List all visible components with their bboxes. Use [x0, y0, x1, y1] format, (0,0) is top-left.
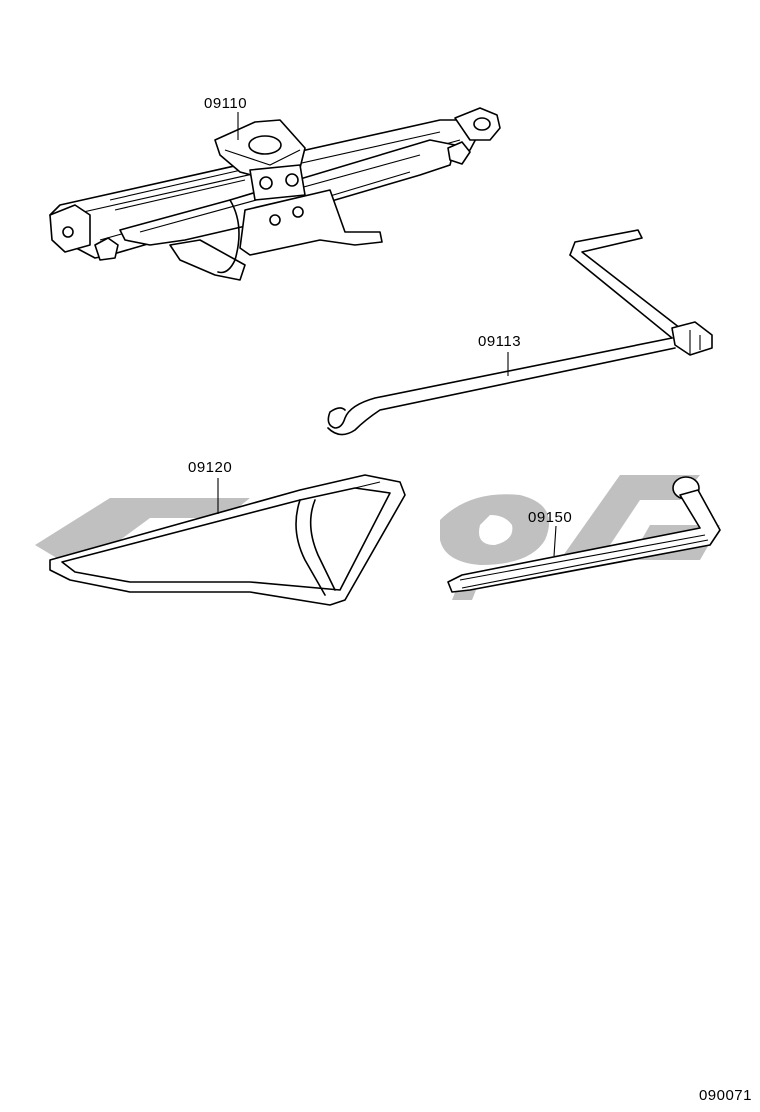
- part-label-09113: 09113: [478, 333, 521, 350]
- tool-bag-drawing: [49, 474, 406, 606]
- jack-drawing: [49, 107, 501, 281]
- diagram-code: 090071: [698, 1087, 752, 1104]
- wheel-nut-wrench-drawing: [447, 476, 721, 593]
- part-label-09150: 09150: [528, 509, 572, 526]
- jack-handle-drawing: [327, 229, 713, 436]
- part-label-09120: 09120: [188, 459, 232, 476]
- part-label-09110: 09110: [204, 95, 247, 112]
